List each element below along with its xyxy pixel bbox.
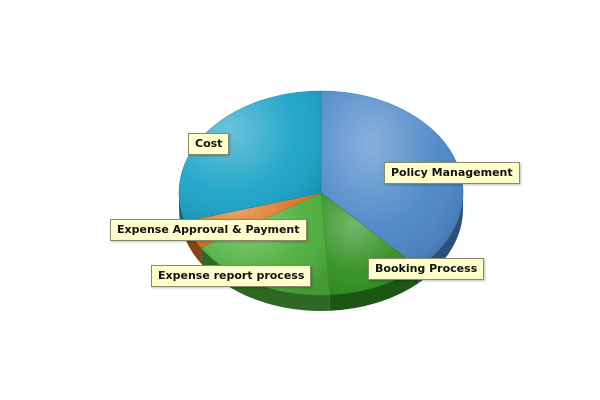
slice-label-booking-process: Booking Process — [368, 258, 485, 280]
slice-label-cost: Cost — [188, 133, 230, 155]
slice-label-expense-approval-payment: Expense Approval & Payment — [110, 219, 307, 241]
slice-label-policy-management: Policy Management — [384, 162, 520, 184]
slice-label-expense-report-process: Expense report process — [151, 265, 312, 287]
slice-side-booking-process — [329, 267, 419, 311]
slice-gloss-cost — [178, 91, 321, 222]
slice-side-expense-report-process — [201, 247, 330, 311]
